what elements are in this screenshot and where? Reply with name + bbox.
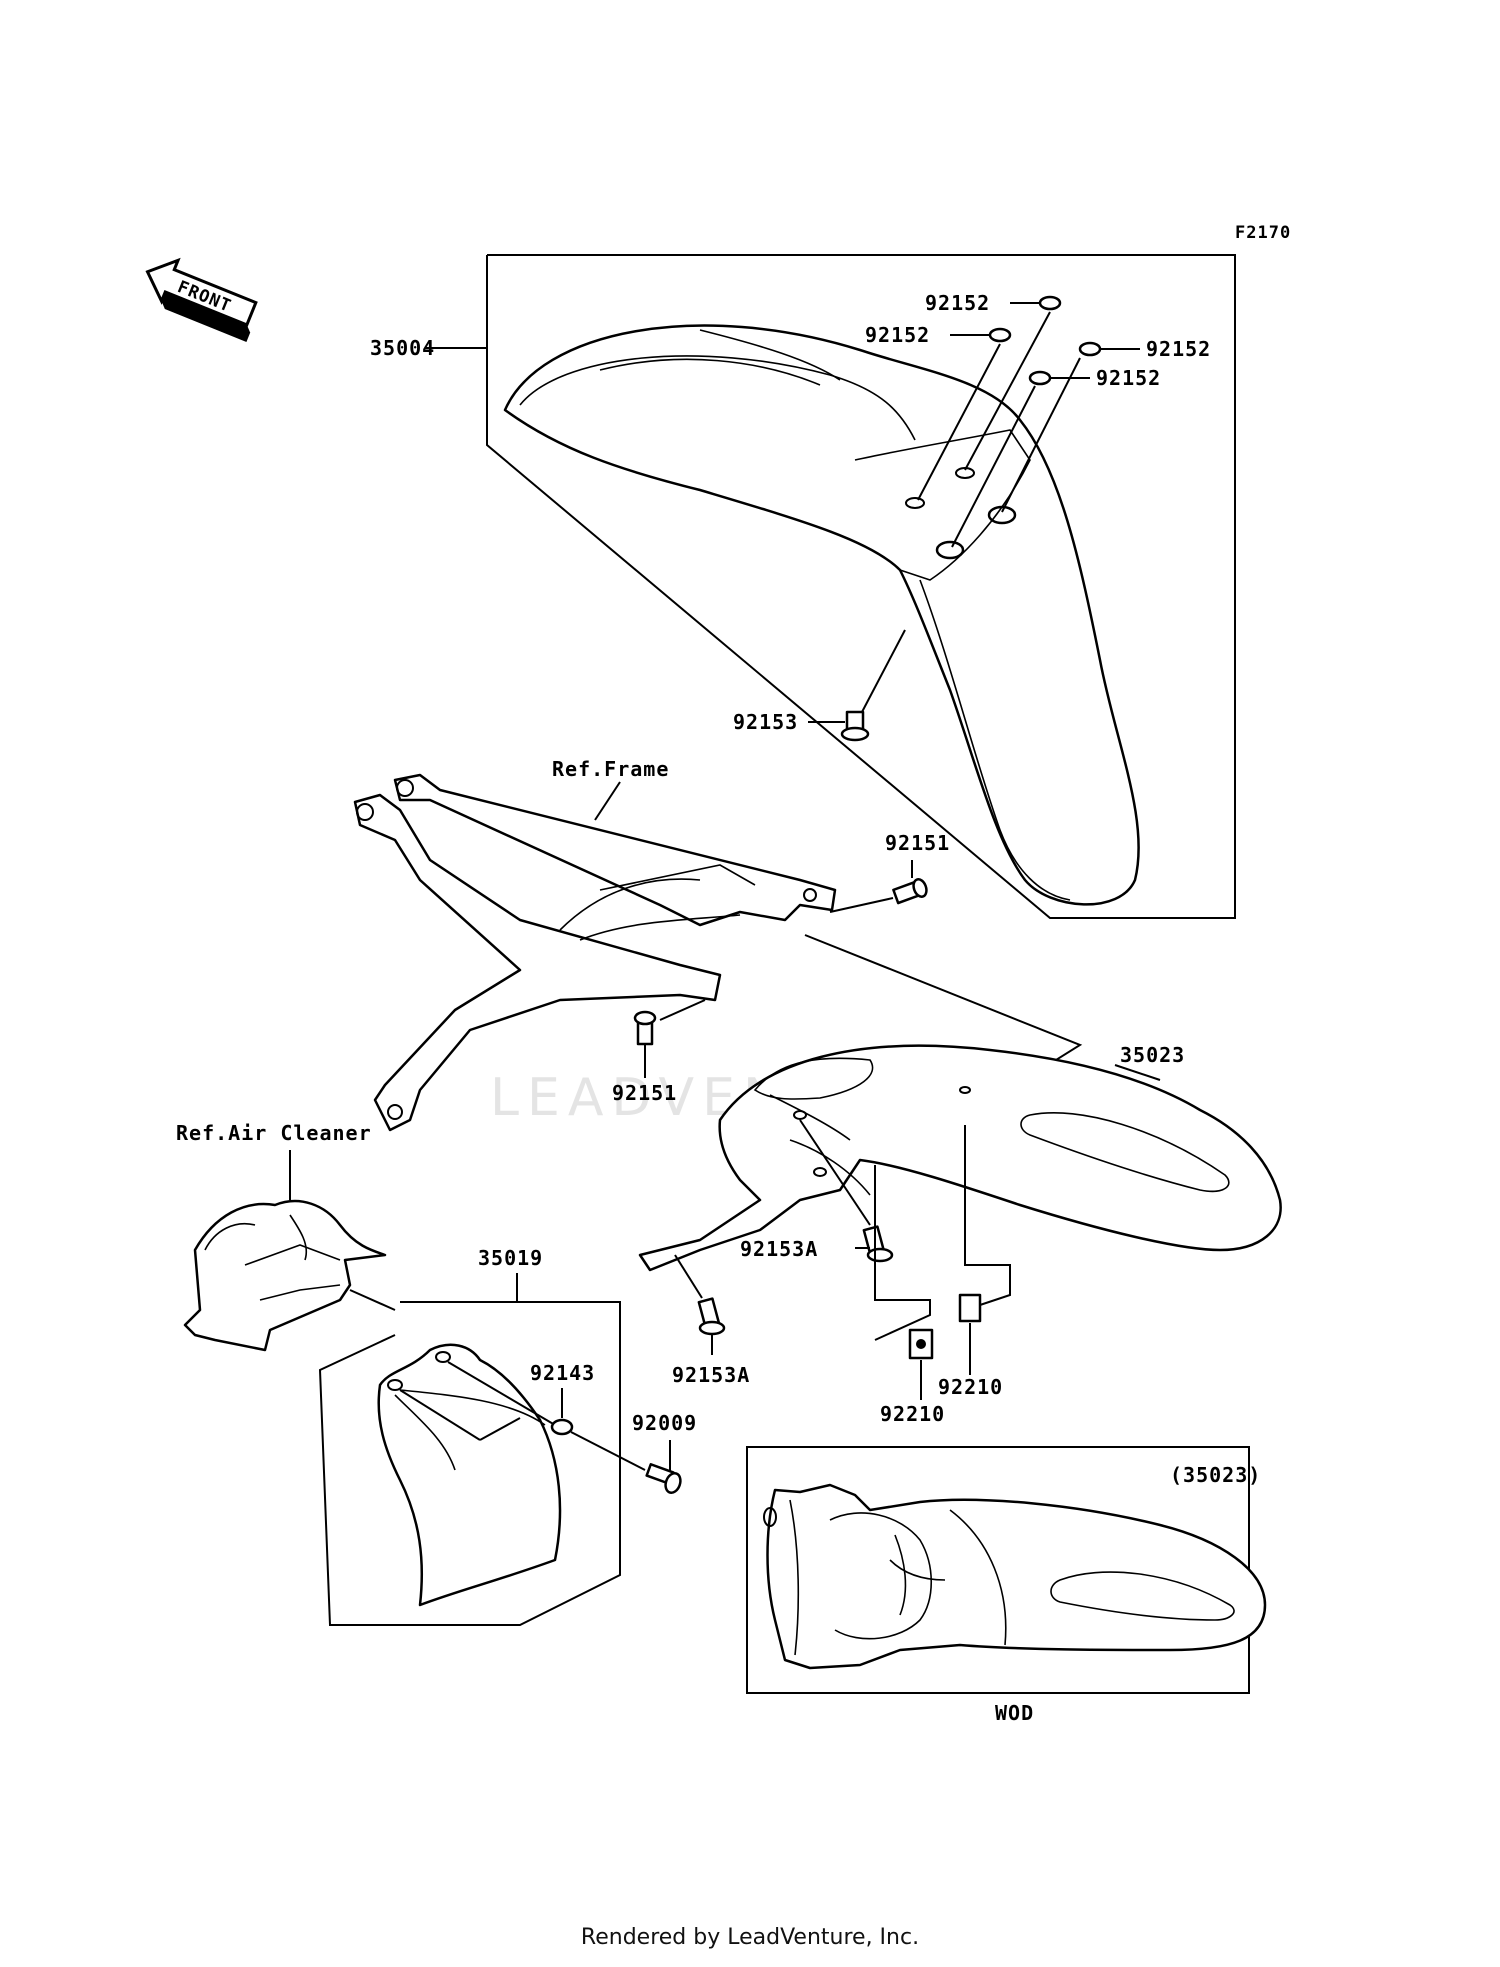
- front-fender: [503, 324, 1140, 906]
- callout-92153a-lower: 92153A: [672, 1363, 750, 1387]
- leader-ref-frame: [594, 781, 621, 821]
- front-fender-box: [486, 254, 1236, 919]
- callout-92151-lower: 92151: [612, 1081, 677, 1105]
- ref-air-cleaner-label: Ref.Air Cleaner: [176, 1121, 372, 1145]
- leader-35023: [1114, 1064, 1161, 1081]
- rear-fender-wod: [763, 1483, 1267, 1670]
- callout-92153a-upper: 92153A: [740, 1237, 818, 1261]
- sub-frame: [353, 773, 837, 1132]
- nuts-92210: [874, 1125, 1011, 1400]
- air-cleaner-housing: [183, 1199, 396, 1352]
- ref-frame-label: Ref.Frame: [552, 757, 669, 781]
- mud-flap: [377, 1343, 562, 1607]
- rear-bolts-92153a: [674, 1119, 894, 1355]
- callout-92152-d: 92152: [1096, 366, 1161, 390]
- callout-35023: 35023: [1120, 1043, 1185, 1067]
- footer-credit: Rendered by LeadVenture, Inc.: [580, 1925, 920, 1950]
- callout-92151-upper: 92151: [885, 831, 950, 855]
- figure-code: F2170: [1235, 223, 1291, 243]
- flap-hardware: [550, 1388, 682, 1494]
- callout-92210-right: 92210: [938, 1375, 1003, 1399]
- callout-35004: 35004: [370, 336, 435, 360]
- variant-label: WOD: [995, 1701, 1034, 1725]
- callout-92152-a: 92152: [925, 291, 990, 315]
- callout-92153: 92153: [733, 710, 798, 734]
- washers-92152: [917, 295, 1140, 548]
- rear-fender: [638, 1044, 1282, 1272]
- callout-92009: 92009: [632, 1411, 697, 1435]
- mud-flap-box: [318, 1301, 621, 1626]
- variant-part-number: (35023): [1170, 1463, 1261, 1487]
- callout-92152-b: 92152: [865, 323, 930, 347]
- callout-92152-c: 92152: [1146, 337, 1211, 361]
- callout-92143: 92143: [530, 1361, 595, 1385]
- callout-92210-left: 92210: [880, 1402, 945, 1426]
- front-bolt-92153: [808, 629, 906, 742]
- frame-bolts-92151: [633, 860, 928, 1078]
- front-direction-arrow: FRONT: [145, 257, 258, 342]
- callout-35019: 35019: [478, 1246, 543, 1270]
